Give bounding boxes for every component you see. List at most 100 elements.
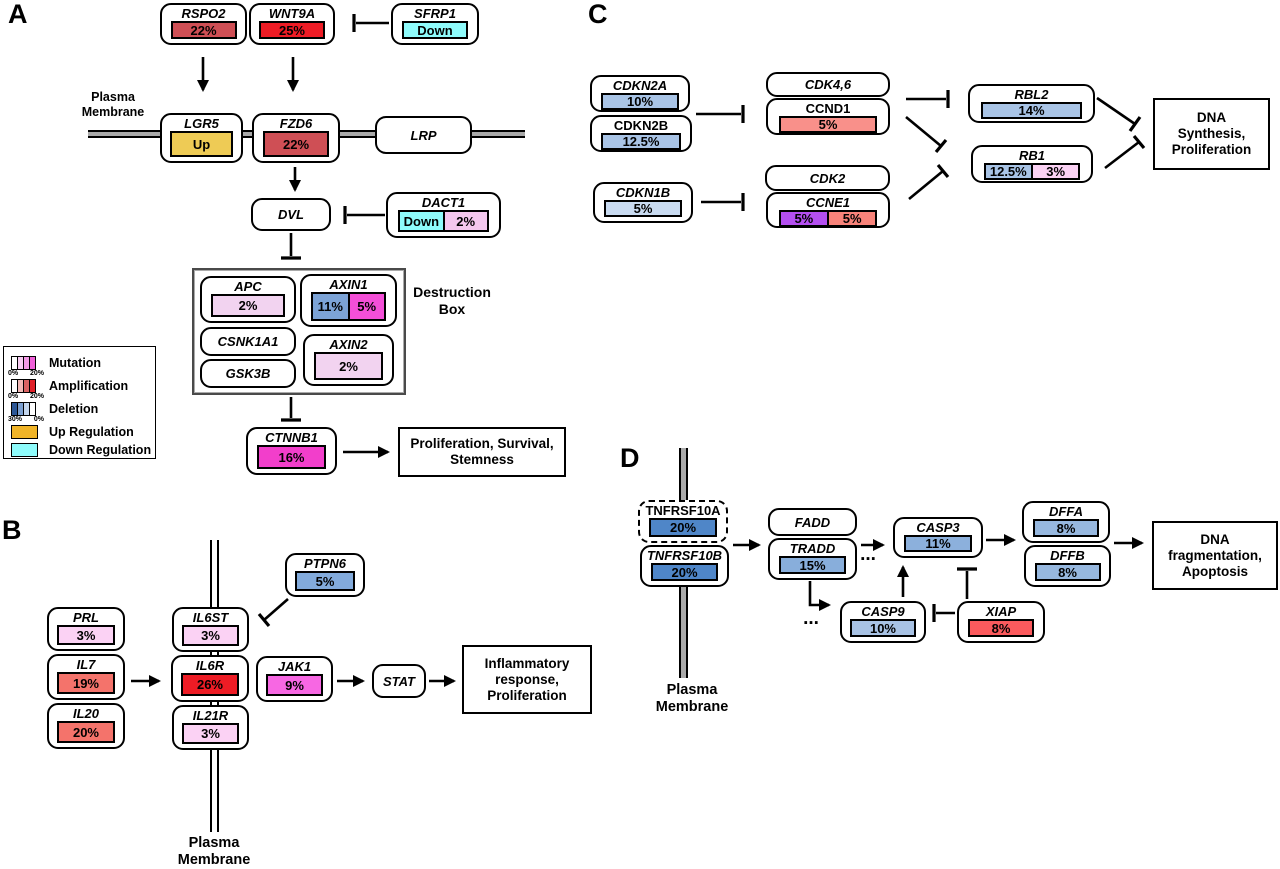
inhibition-lines [263,21,1140,621]
node-title-cdkn1b: CDKN1B [615,185,671,200]
wnt-outcome-line: Stemness [450,452,514,467]
node-fill-bar-tradd: 15% [778,556,847,574]
node-title-dffb: DFFB [1050,548,1085,563]
destruction-box-label-line: Box [438,300,466,317]
node-title-il20: IL20 [72,706,99,721]
dots-1-line: ... [860,544,876,565]
node-title-il21r: IL21R [192,708,229,723]
node-fill-ptpn6-0: 5% [295,571,355,591]
node-title-il6st: IL6ST [192,610,229,625]
legend-gradient-swatch [11,379,36,393]
node-stat: STAT [372,664,426,698]
node-title-ptpn6: PTPN6 [304,556,346,571]
node-fill-bar-il21r: 3% [181,723,240,744]
membrane-label-b-line: Membrane [177,852,251,869]
node-fill-bar-cdkn2b: 12.5% [601,133,681,150]
jak-stat-outcome-line: Proliferation [487,687,567,703]
jak-stat-outcome-line: response, [495,671,559,687]
node-title-il6r: IL6R [195,658,225,673]
legend-label: Down Regulation [49,443,152,457]
legend-gradient-swatch [11,402,36,416]
legend-range-max: 20% [29,370,44,377]
node-fill-jak1-0: 9% [265,674,324,696]
node-csnk1a1: CSNK1A1 [200,327,296,356]
node-fill-axin1-1: 5% [347,292,386,321]
node-fill-dact1-1: 2% [442,210,489,232]
node-fill-cdkn2b-0: 12.5% [601,133,681,150]
node-title-apc: APC [234,279,262,294]
node-fill-casp3-0: 11% [903,535,973,552]
legend-label: Amplification [49,379,129,393]
apoptosis-outcome-line: DNA [1200,531,1230,547]
node-fill-axin1-0: 11% [311,292,350,321]
cell-cycle-outcome-line: DNA [1196,110,1227,125]
node-gsk3b: GSK3B [200,359,296,388]
node-fill-il21r-0: 3% [181,723,240,744]
node-lrp: LRP [375,116,472,154]
node-title-cdkn2a: CDKN2A [612,78,668,93]
legend-gradient-range: 0% 20% [8,370,44,378]
node-fill-bar-il7: 19% [56,672,116,694]
node-title-axin1: AXIN1 [329,277,368,292]
cell-cycle-outcome-line: Proliferation [1171,142,1252,157]
node-cdk46: CDK4,6 [766,72,890,97]
node-fill-bar-lgr5: Up [170,131,233,157]
node-fill-bar-tnfrsf10a: 20% [648,518,718,537]
legend-gradient-cell [29,356,36,370]
node-fill-rbl2-0: 14% [980,102,1083,119]
legend-range-min: 0% [8,370,19,377]
node-title-gsk3b: GSK3B [225,366,271,381]
node-title-prl: PRL [73,610,99,625]
legend-gradient-swatch [11,356,36,370]
node-fill-fzd6-0: 22% [262,131,330,157]
node-fill-bar-rbl2: 14% [980,102,1083,119]
panel-label-C: C [588,0,608,29]
node-fill-wnt9a-0: 25% [259,21,325,39]
legend-label: Deletion [49,402,99,416]
node-fill-tradd-0: 15% [778,556,847,574]
legend-gradient-range: 30%0% [8,416,44,424]
node-title-fzd6: FZD6 [279,116,313,131]
node-title-dffa: DFFA [1049,504,1083,519]
node-title-rb1: RB1 [1018,148,1045,163]
apoptosis-outcome-line: fragmentation, [1168,547,1262,563]
node-fill-bar-casp9: 10% [850,619,916,637]
node-title-cdkn2b: CDKN2B [613,118,669,133]
legend-label: Up Regulation [49,425,134,439]
node-fill-bar-cdkn1b: 5% [604,200,682,217]
node-fill-bar-casp3: 11% [903,535,973,552]
panel-label-D: D [620,443,640,473]
node-title-csnk1a1: CSNK1A1 [217,334,279,349]
node-fill-bar-rb1: 12.5%3% [983,163,1081,180]
node-title-tnfrsf10b: TNFRSF10B [646,548,723,563]
cell-cycle-outcome-line: Synthesis, [1177,126,1246,141]
node-title-fadd: FADD [794,514,831,530]
node-title-tnfrsf10a: TNFRSF10A [645,503,721,518]
node-fill-bar-sfrp1: Down [401,21,469,39]
node-fill-apc-0: 2% [211,294,285,317]
node-title-casp3: CASP3 [916,520,960,535]
node-fill-ctnnb1-0: 16% [256,445,327,469]
legend-gradient-cell [29,379,36,393]
membrane-d-top [679,448,688,502]
node-fill-ccne1-0: 5% [778,210,829,227]
node-fill-sfrp1-0: Down [401,21,469,39]
legend-range-min: 30% [8,416,23,423]
node-title-tradd: TRADD [789,541,836,556]
